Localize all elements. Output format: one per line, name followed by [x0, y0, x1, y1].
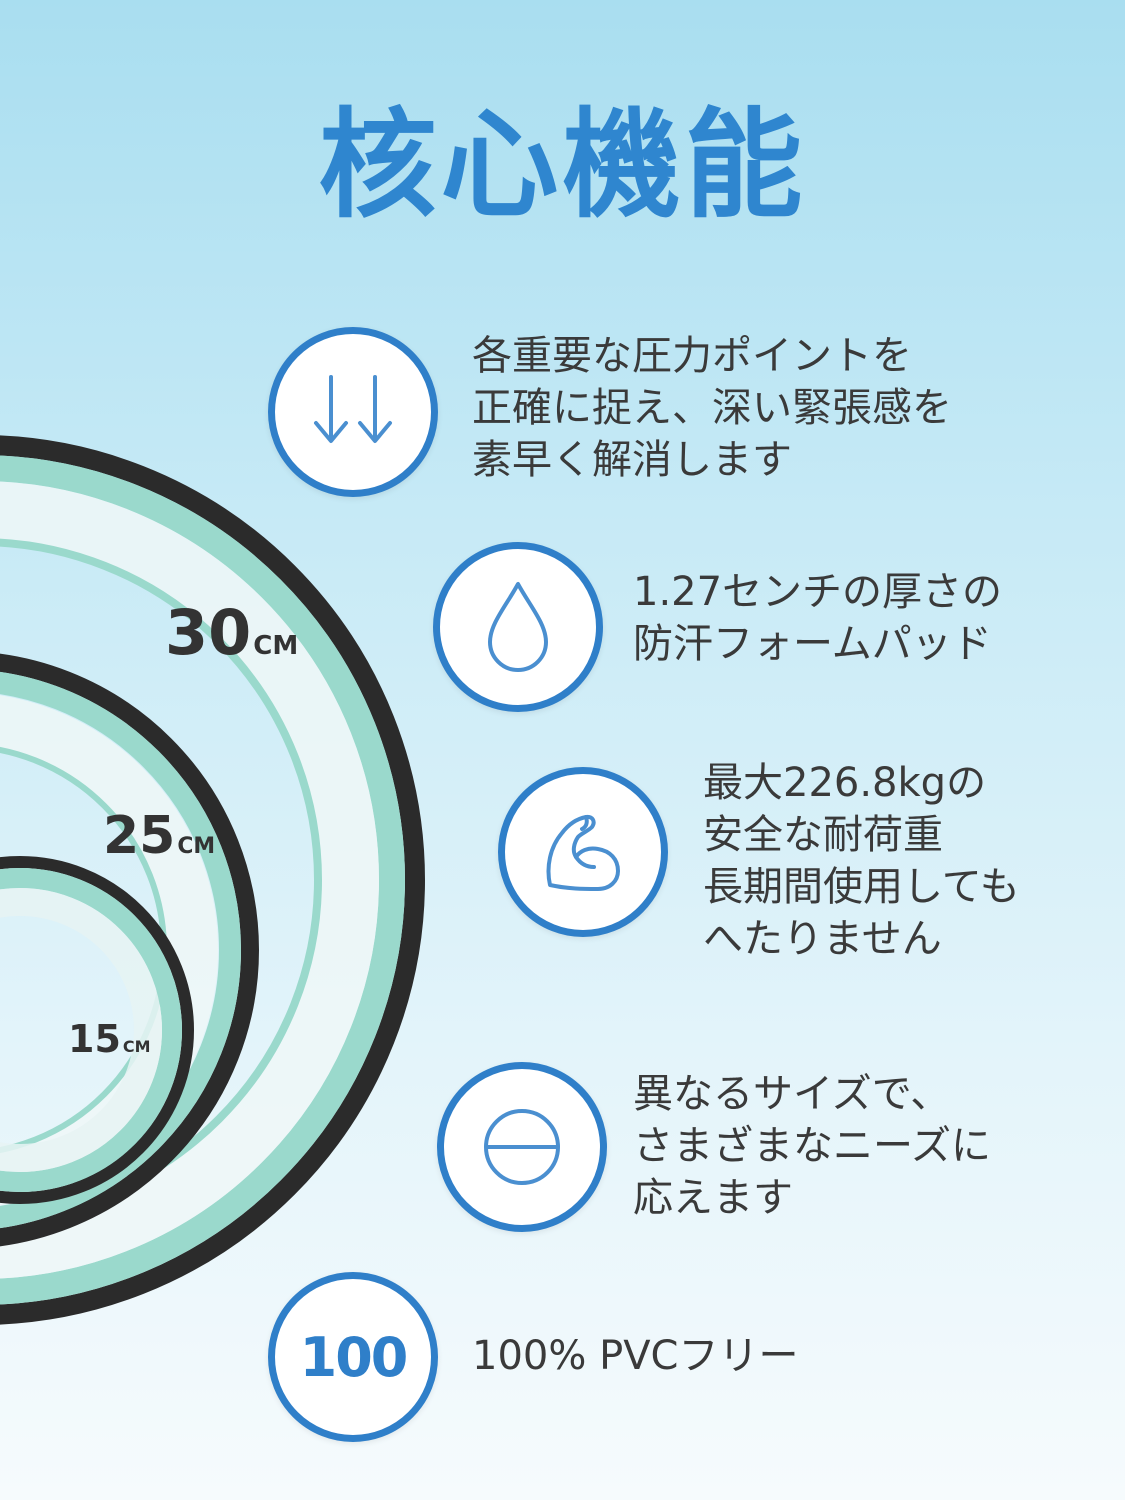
feature-1-text: 各重要な圧力ポイントを 正確に捉え、深い緊張感を 素早く解消します	[472, 333, 952, 483]
feature-3-text: 最大226.8kgの 安全な耐荷重 長期間使用しても へたりません	[703, 760, 1020, 962]
size-label-30cm: 30CM	[165, 596, 299, 669]
feature-2-badge	[433, 542, 603, 712]
feature-5-text: 100% PVCフリー	[472, 1333, 799, 1379]
size-label-25cm: 25CM	[103, 806, 216, 866]
feature-3-badge	[498, 767, 668, 937]
number-100-icon: 100	[299, 1325, 409, 1389]
flexed-arm-icon	[546, 814, 620, 891]
feature-4-text: 異なるサイズで、 さまざまなニーズに 応えます	[633, 1071, 991, 1221]
circle-line-icon	[484, 1109, 560, 1185]
water-drop-icon	[488, 582, 548, 672]
down-arrows-icon	[314, 375, 392, 443]
page-title: 核心機能	[318, 96, 807, 234]
wheel-30cm	[0, 435, 425, 1325]
feature-5-badge: 100	[268, 1272, 438, 1442]
feature-2-text: 1.27センチの厚さの 防汗フォームパッド	[633, 569, 1003, 667]
feature-4-badge	[437, 1062, 607, 1232]
wheel-15cm	[0, 856, 194, 1204]
feature-1-badge	[268, 327, 438, 497]
